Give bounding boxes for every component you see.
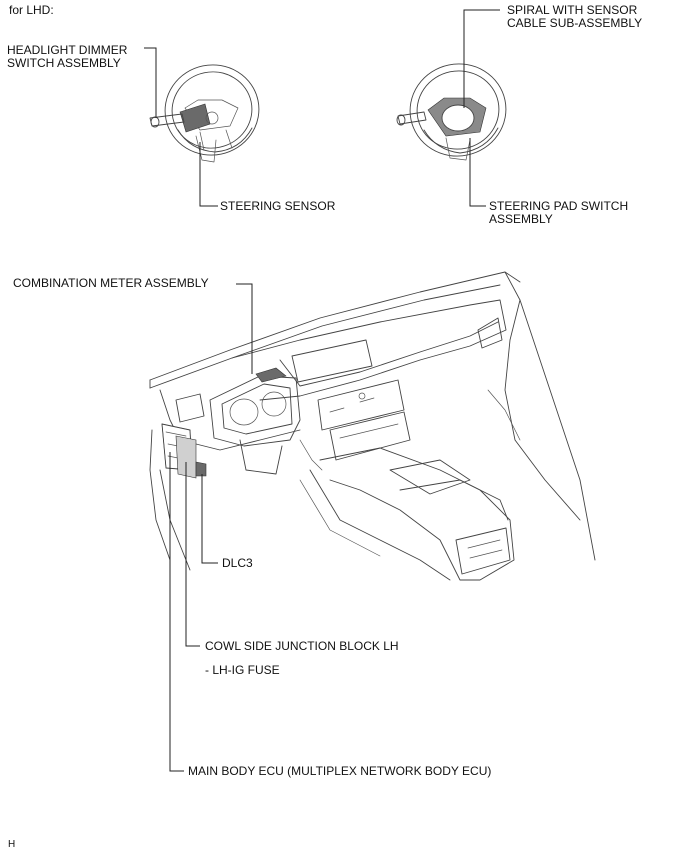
lh-ig-fuse-label: - LH-IG FUSE [205,663,280,677]
combination-meter-label: COMBINATION METER ASSEMBLY [13,276,209,290]
steering-pad-switch-label-line1: STEERING PAD SWITCH [489,199,629,213]
left-steering-wheel-illustration [149,64,260,163]
steering-sensor-label: STEERING SENSOR [220,199,336,213]
headlight-dimmer-switch-label: HEADLIGHT DIMMER SWITCH ASSEMBLY [7,44,127,70]
headlight-dimmer-switch-label-line2: SWITCH ASSEMBLY [7,56,121,70]
steering-pad-switch-label-line2: ASSEMBLY [489,212,553,226]
leader-lines [144,9,500,772]
right-steering-wheel-illustration [396,63,507,161]
steering-pad-switch-label: STEERING PAD SWITCH ASSEMBLY [489,200,628,226]
spiral-with-sensor-label-line2: CABLE SUB-ASSEMBLY [507,16,643,30]
dlc3-label: DLC3 [222,556,253,570]
main-body-ecu-label: MAIN BODY ECU (MULTIPLEX NETWORK BODY EC… [188,764,492,778]
headlight-dimmer-switch-label-line1: HEADLIGHT DIMMER [7,43,128,57]
region-note: for LHD: [9,3,54,17]
spiral-with-sensor-label: SPIRAL WITH SENSOR CABLE SUB-ASSEMBLY [507,4,642,30]
figure-code: H [8,839,16,850]
cowl-side-junction-block-label: COWL SIDE JUNCTION BLOCK LH [205,639,399,653]
spiral-with-sensor-label-line1: SPIRAL WITH SENSOR [507,3,638,17]
dashboard-illustration [149,271,596,581]
